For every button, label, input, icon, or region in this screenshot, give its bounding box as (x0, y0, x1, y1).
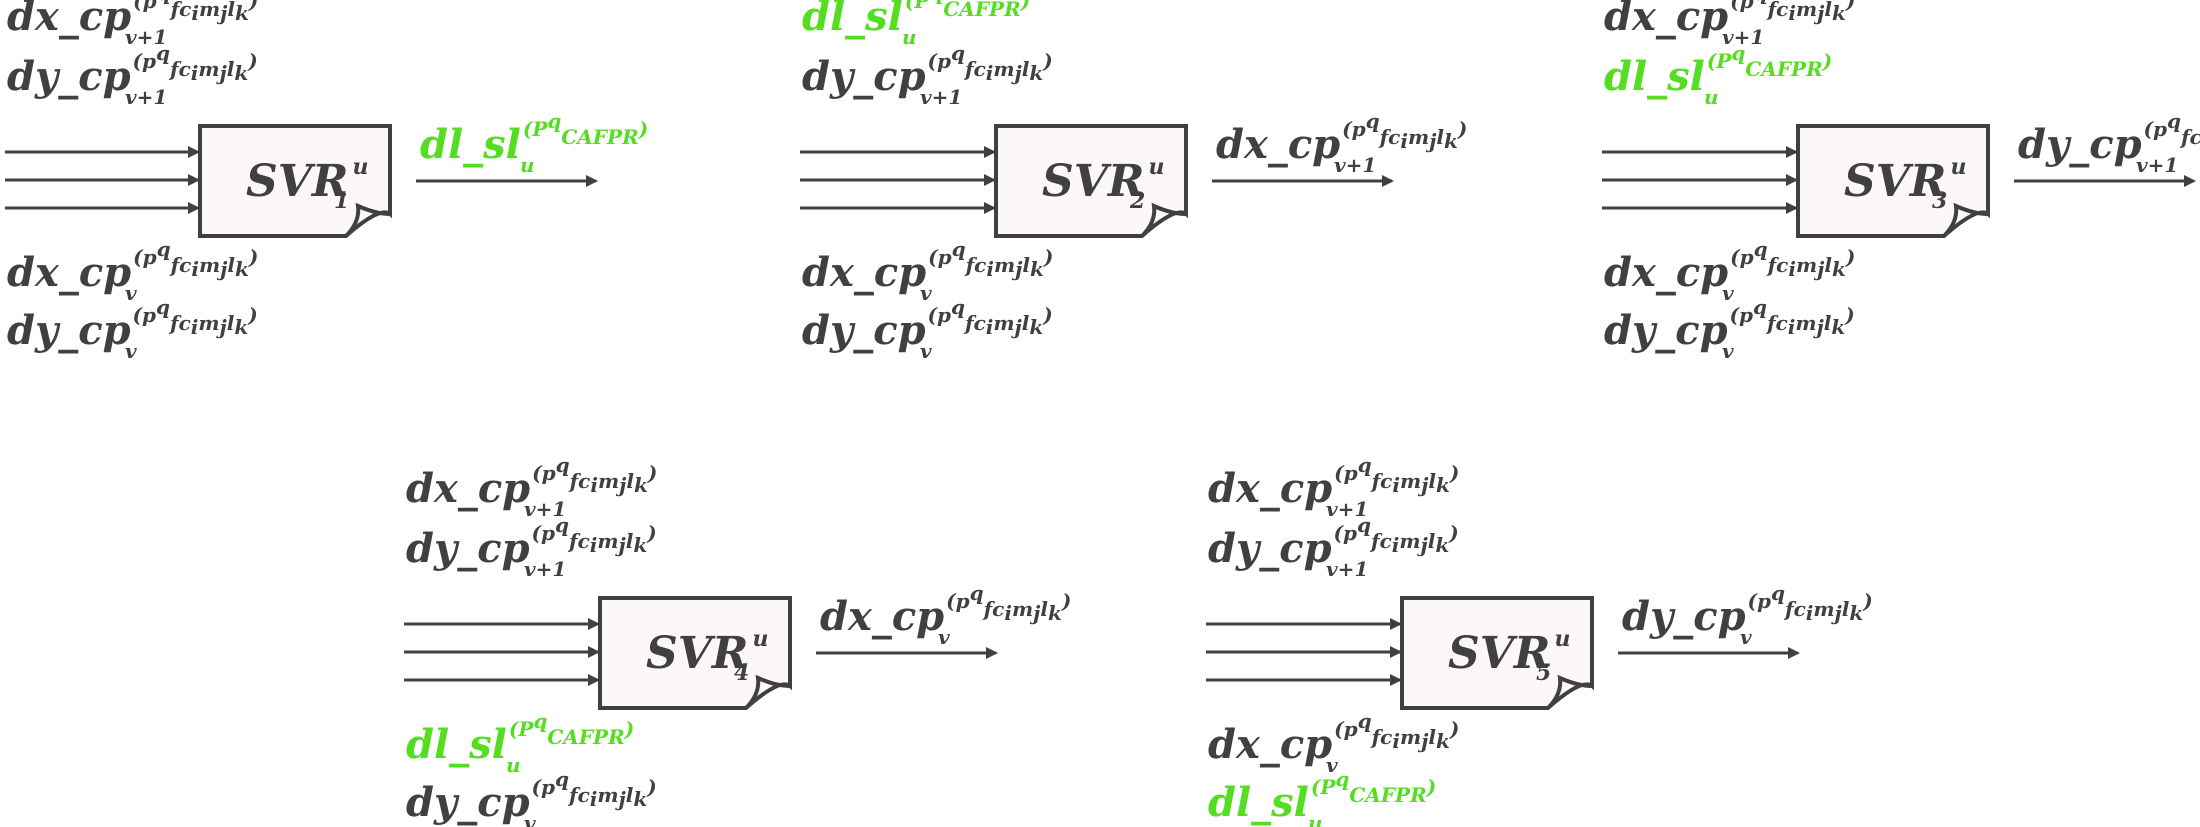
input-label-top-1: dx_cp(pqfcimjlk)v+1 (406, 453, 657, 521)
svr-box-subscript: 4 (734, 660, 749, 686)
input-label-top-1: dx_cp(pqfcimjlk)v+1 (1208, 453, 1459, 521)
input-label-top-2-subscript: v+1 (125, 85, 167, 109)
input-label-top-1-text: dx_cp(pqfcimjlk) (406, 453, 657, 512)
input-label-top-2-text: dy_cp(pqfcimjlk) (7, 41, 258, 100)
output-label-text: dl_sl(PqCAFPR) (420, 109, 648, 168)
output-label-subscript: u (520, 153, 535, 177)
input-label-bottom-2: dy_cp(pqfcimjlk)v (802, 295, 1053, 363)
input-label-bottom-1: dx_cp(pqfcimjlk)v (802, 237, 1053, 305)
input-label-bottom-2-subscript: v (920, 339, 932, 363)
input-label-bottom-2-text: dy_cp(pqfcimjlk) (1604, 295, 1855, 354)
output-label-text: dx_cp(pqfcimjlk) (820, 581, 1071, 640)
input-label-top-1: dx_cp(pqfcimjlk)v+1 (1604, 0, 1855, 49)
input-label-bottom-2: dl_sl(PqCAFPR)u (1208, 767, 1436, 827)
input-label-top-1-text: dx_cp(pqfcimjlk) (1604, 0, 1855, 40)
input-label-top-1-text: dx_cp(pqfcimjlk) (1208, 453, 1459, 512)
input-label-bottom-2-subscript: v (125, 339, 137, 363)
input-label-top-2: dy_cp(pqfcimjlk)v+1 (1208, 513, 1459, 581)
input-label-top-2: dy_cp(pqfcimjlk)v+1 (802, 41, 1053, 109)
input-label-bottom-2-text: dy_cp(pqfcimjlk) (802, 295, 1053, 354)
input-label-top-2-text: dl_sl(PqCAFPR) (1604, 41, 1832, 100)
output-label-subscript: v+1 (2136, 153, 2178, 177)
svr-box-subscript: 2 (1129, 188, 1145, 214)
input-label-bottom-2: dy_cp(pqfcimjlk)v (7, 295, 258, 363)
input-label-top-2: dy_cp(pqfcimjlk)v+1 (406, 513, 657, 581)
output-label-text: dy_cp(pqfcimjlk) (2018, 109, 2200, 168)
input-label-bottom-1-text: dl_sl(PqCAFPR) (406, 709, 634, 768)
input-label-top-2: dy_cp(pqfcimjlk)v+1 (7, 41, 258, 109)
input-label-bottom-2-text: dy_cp(pqfcimjlk) (406, 767, 657, 826)
input-label-bottom-2: dy_cp(pqfcimjlk)v (1604, 295, 1855, 363)
input-label-top-2-subscript: v+1 (1326, 557, 1368, 581)
svr-box-fold (1140, 202, 1187, 238)
svr-box-fold (1546, 674, 1593, 710)
input-label-top-2-subscript: v+1 (524, 557, 566, 581)
output-label: dy_cp(pqfcimjlk)v (1622, 581, 1873, 649)
svr-box-subscript: 5 (1536, 660, 1551, 686)
input-label-bottom-1-text: dx_cp(pqfcimjlk) (802, 237, 1053, 296)
input-label-top-1-subscript: v+1 (1326, 497, 1368, 521)
input-label-top-2-subscript: u (1704, 85, 1719, 109)
input-label-bottom-1: dx_cp(pqfcimjlk)v (1208, 709, 1459, 777)
input-label-bottom-1-subscript: v (125, 281, 137, 305)
input-label-top-2: dl_sl(PqCAFPR)u (1604, 41, 1832, 109)
input-label-bottom-2-text: dy_cp(pqfcimjlk) (7, 295, 258, 354)
input-label-top-1-text: dl_sl(PqCAFPR) (802, 0, 1030, 40)
input-label-top-2-text: dy_cp(pqfcimjlk) (1208, 513, 1459, 572)
svr-box-fold (344, 202, 391, 238)
input-label-top-1-text: dx_cp(pqfcimjlk) (7, 0, 258, 40)
input-label-bottom-2-subscript: v (524, 811, 536, 827)
output-label-text: dy_cp(pqfcimjlk) (1622, 581, 1873, 640)
input-label-bottom-1: dl_sl(PqCAFPR)u (406, 709, 634, 777)
input-label-bottom-1-subscript: v (920, 281, 932, 305)
output-label-subscript: v (1740, 625, 1752, 649)
input-label-bottom-1: dx_cp(pqfcimjlk)v (1604, 237, 1855, 305)
svr-box-subscript: 1 (334, 188, 349, 214)
input-label-top-1: dx_cp(pqfcimjlk)v+1 (7, 0, 258, 49)
output-label-text: dx_cp(pqfcimjlk) (1216, 109, 1467, 168)
svr-box-fold (744, 674, 791, 710)
svr-box-subscript: 3 (1932, 188, 1947, 214)
output-label: dx_cp(pqfcimjlk)v (820, 581, 1071, 649)
input-label-bottom-1-subscript: v (1722, 281, 1734, 305)
input-label-top-1: dl_sl(PqCAFPR)u (802, 0, 1030, 49)
input-label-bottom-1-text: dx_cp(pqfcimjlk) (1604, 237, 1855, 296)
output-label-subscript: v (938, 625, 950, 649)
output-label: dl_sl(PqCAFPR)u (420, 109, 648, 177)
output-label-subscript: v+1 (1334, 153, 1376, 177)
svr-box-fold (1942, 202, 1989, 238)
input-label-top-1-subscript: v+1 (1722, 25, 1764, 49)
input-label-top-1-subscript: u (902, 25, 917, 49)
input-label-bottom-1-text: dx_cp(pqfcimjlk) (1208, 709, 1459, 768)
input-label-bottom-1-subscript: u (506, 753, 521, 777)
input-label-top-2-text: dy_cp(pqfcimjlk) (802, 41, 1053, 100)
input-label-top-1-subscript: v+1 (524, 497, 566, 521)
output-label: dy_cp(pqfcimjlk)v+1 (2018, 109, 2200, 177)
input-label-top-2-text: dy_cp(pqfcimjlk) (406, 513, 657, 572)
input-label-bottom-1-text: dx_cp(pqfcimjlk) (7, 237, 258, 296)
input-label-bottom-2-subscript: v (1722, 339, 1734, 363)
input-label-top-1-subscript: v+1 (125, 25, 167, 49)
input-label-bottom-1: dx_cp(pqfcimjlk)v (7, 237, 258, 305)
input-label-bottom-2: dy_cp(pqfcimjlk)v (406, 767, 657, 827)
input-label-bottom-2-subscript: u (1308, 811, 1323, 827)
input-label-bottom-1-subscript: v (1326, 753, 1338, 777)
input-label-top-2-subscript: v+1 (920, 85, 962, 109)
output-label: dx_cp(pqfcimjlk)v+1 (1216, 109, 1467, 177)
input-label-bottom-2-text: dl_sl(PqCAFPR) (1208, 767, 1436, 826)
